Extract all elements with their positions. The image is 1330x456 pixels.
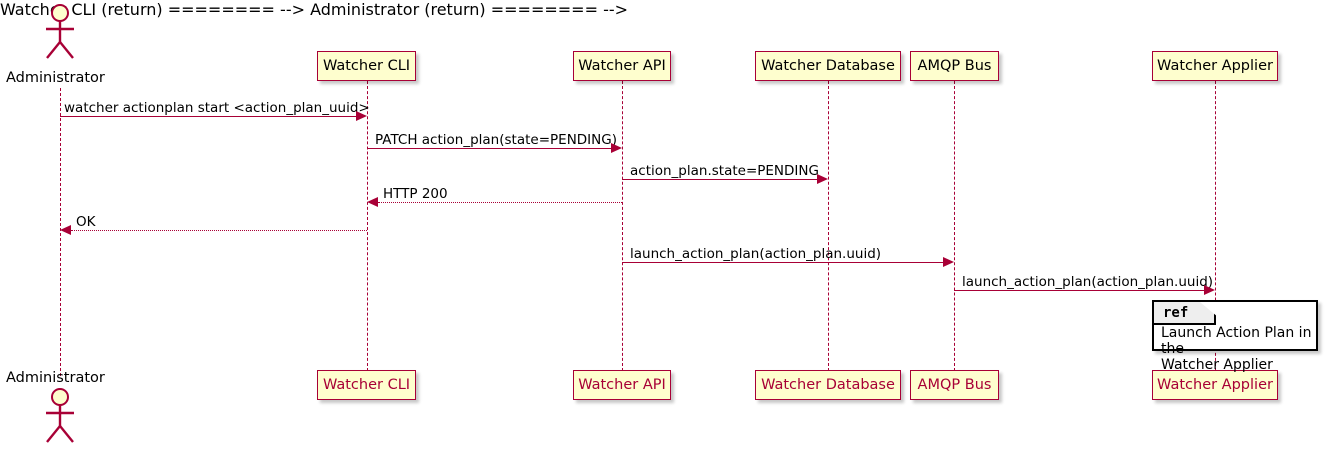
actor-label-administrator-bottom: Administrator <box>6 370 105 386</box>
message-label-3: action_plan.state=PENDING <box>630 163 819 179</box>
message-line-4 <box>378 202 622 203</box>
participant-label-watcher-applier-top: Watcher Applier <box>1157 57 1273 74</box>
participant-box-watcher-api-bottom[interactable]: Watcher API <box>573 370 671 400</box>
message-label-4: HTTP 200 <box>383 186 448 202</box>
lifeline-watcher-cli <box>367 81 368 371</box>
lifeline-watcher-applier <box>1215 81 1216 371</box>
message-arrowhead-2 <box>611 143 622 153</box>
participant-label-watcher-database-bottom: Watcher Database <box>761 376 895 393</box>
participant-box-amqp-bus-top[interactable]: AMQP Bus <box>910 51 999 81</box>
lifeline-amqp-bus <box>954 81 955 371</box>
participant-label-amqp-bus-top: AMQP Bus <box>917 57 992 74</box>
message-label-5: OK <box>76 214 96 230</box>
participant-box-watcher-database-bottom[interactable]: Watcher Database <box>755 370 901 400</box>
message-arrowhead-3 <box>817 174 828 184</box>
message-label-1: watcher actionplan start <action_plan_uu… <box>64 100 370 116</box>
message-line-6 <box>622 262 943 263</box>
participant-label-watcher-api-bottom: Watcher API <box>578 376 666 393</box>
participant-label-watcher-api-top: Watcher API <box>578 57 666 74</box>
message-arrowhead-6 <box>943 257 954 267</box>
message-arrowhead-7 <box>1204 285 1215 295</box>
actor-figure-icon <box>46 4 74 59</box>
participant-box-watcher-cli-top[interactable]: Watcher CLI <box>317 51 416 81</box>
lifeline-watcher-database <box>828 81 829 371</box>
message-line-2 <box>367 148 611 149</box>
actor-figure-icon <box>46 388 74 443</box>
message-line-7 <box>954 290 1204 291</box>
message-line-1 <box>60 116 356 117</box>
ref-fragment-line-2: Watcher Applier <box>1161 357 1273 373</box>
actor-administrator-bottom <box>36 386 84 446</box>
message-line-5 <box>71 230 367 231</box>
participant-label-watcher-cli-top: Watcher CLI <box>322 57 411 74</box>
message-arrowhead-1 <box>356 111 367 121</box>
ref-fragment-line-1: Launch Action Plan in the <box>1161 325 1312 357</box>
message-label-7: launch_action_plan(action_plan.uuid) <box>962 274 1214 290</box>
participant-label-watcher-database-top: Watcher Database <box>761 57 895 74</box>
participant-box-watcher-cli-bottom[interactable]: Watcher CLI <box>317 370 416 400</box>
ref-fragment-tab: ref <box>1154 302 1216 325</box>
participant-box-watcher-database-top[interactable]: Watcher Database <box>755 51 901 81</box>
participant-box-watcher-applier-bottom[interactable]: Watcher Applier <box>1152 370 1278 400</box>
participant-box-watcher-applier-top[interactable]: Watcher Applier <box>1152 51 1278 81</box>
actor-label-administrator-top: Administrator <box>6 70 105 86</box>
message-label-2: PATCH action_plan(state=PENDING) <box>375 132 617 148</box>
ref-fragment: ref Launch Action Plan in the Watcher Ap… <box>1152 300 1318 373</box>
participant-label-amqp-bus-bottom: AMQP Bus <box>917 376 992 393</box>
ref-fragment-body: Launch Action Plan in the Watcher Applie… <box>1161 325 1312 373</box>
message-arrowhead-4 <box>367 197 378 207</box>
lifeline-watcher-api <box>622 81 623 371</box>
participant-box-amqp-bus-bottom[interactable]: AMQP Bus <box>910 370 999 400</box>
ref-fragment-tag: ref <box>1163 304 1189 321</box>
participant-label-watcher-cli-bottom: Watcher CLI <box>322 376 411 393</box>
message-arrowhead-5 <box>60 225 71 235</box>
participant-box-watcher-api-top[interactable]: Watcher API <box>573 51 671 81</box>
actor-administrator-top <box>36 2 84 62</box>
message-line-3 <box>622 179 817 180</box>
message-label-6: launch_action_plan(action_plan.uuid) <box>630 246 882 262</box>
participant-label-watcher-applier-bottom: Watcher Applier <box>1157 376 1273 393</box>
